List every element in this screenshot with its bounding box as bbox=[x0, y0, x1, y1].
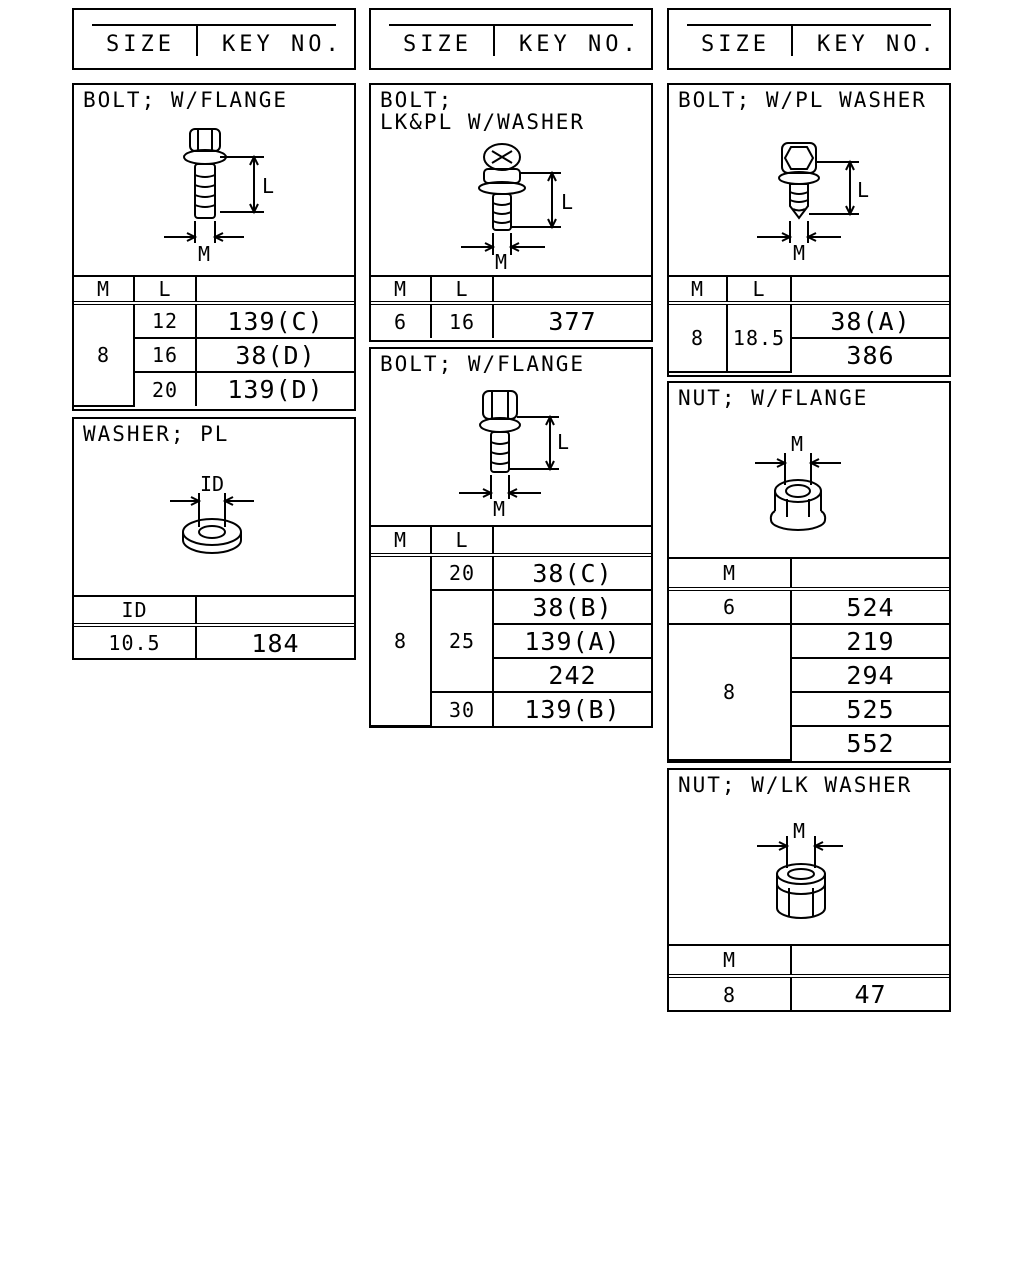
col-m-header: M bbox=[371, 275, 432, 304]
bolt-flange-figure: L M bbox=[459, 390, 569, 521]
key-no-label: KEY NO. bbox=[222, 32, 343, 57]
m-cell: 8 bbox=[669, 301, 728, 373]
m-cell: 6 bbox=[371, 301, 432, 338]
col-l-header: L bbox=[430, 275, 494, 304]
bolt-flange-figure: L M bbox=[164, 128, 274, 266]
key-cell: 139(B) bbox=[492, 691, 651, 726]
l-dim-label: L bbox=[557, 430, 569, 454]
col-key-header bbox=[790, 944, 949, 977]
key-cell: 139(D) bbox=[195, 371, 354, 406]
col-key-header bbox=[195, 275, 354, 304]
col-m-header: M bbox=[371, 525, 432, 556]
key-cell: 294 bbox=[790, 657, 949, 693]
panel-title: WASHER; PL bbox=[83, 422, 230, 446]
m-dim-label: M bbox=[793, 241, 805, 265]
key-cell: 139(C) bbox=[195, 301, 354, 339]
key-cell: 242 bbox=[492, 657, 651, 693]
key-cell: 38(D) bbox=[195, 337, 354, 373]
key-cell: 38(C) bbox=[492, 553, 651, 591]
m-cell: 8 bbox=[669, 974, 792, 1011]
key-cell: 377 bbox=[492, 301, 651, 338]
panel-title: BOLT; W/PL WASHER bbox=[678, 88, 927, 112]
id-cell: 10.5 bbox=[74, 623, 197, 659]
size-key-header-1: SIZE KEY NO. bbox=[72, 8, 356, 70]
col-m-header: M bbox=[669, 557, 792, 590]
m-cell: 8 bbox=[74, 301, 135, 407]
panel-title: NUT; W/LK WASHER bbox=[678, 773, 913, 797]
col-l-header: L bbox=[430, 525, 494, 556]
col-m-header: M bbox=[669, 275, 728, 304]
key-cell: 47 bbox=[790, 974, 949, 1011]
l-cell: 20 bbox=[133, 371, 197, 406]
m-dim-label: M bbox=[493, 497, 505, 521]
l-cell: 20 bbox=[430, 553, 494, 591]
col-m-header: M bbox=[74, 275, 135, 304]
col-key-header bbox=[492, 525, 651, 556]
size-key-header-3: SIZE KEY NO. bbox=[667, 8, 951, 70]
bolt-pl-washer-figure: L M bbox=[757, 142, 869, 265]
col-key-header bbox=[790, 275, 949, 304]
panel-bolt-lk-pl-washer: BOLT; LK&PL W/WASHER L M M L 6 16 bbox=[369, 83, 653, 342]
m-dim-label: M bbox=[793, 819, 805, 843]
l-dim-label: L bbox=[561, 190, 573, 214]
washer-figure: ID bbox=[170, 472, 254, 554]
panel-nut-lk-washer: NUT; W/LK WASHER M M 8 47 bbox=[667, 768, 951, 1012]
l-cell: 16 bbox=[430, 301, 494, 338]
l-cell: 25 bbox=[430, 589, 494, 693]
col-key-header bbox=[492, 275, 651, 304]
nut-flange-figure: M bbox=[755, 432, 841, 531]
col-key-header bbox=[790, 557, 949, 590]
panel-washer-pl: WASHER; PL ID ID 10.5 184 bbox=[72, 417, 356, 660]
col-m-header: M bbox=[669, 944, 792, 977]
key-cell: 386 bbox=[790, 337, 949, 372]
key-no-label: KEY NO. bbox=[817, 32, 938, 57]
l-dim-label: L bbox=[262, 174, 274, 198]
nut-lk-washer-figure: M bbox=[757, 819, 843, 919]
l-cell: 30 bbox=[430, 691, 494, 726]
key-cell: 38(A) bbox=[790, 301, 949, 339]
bolt-lk-pl-washer-figure: L M bbox=[461, 143, 573, 274]
l-cell: 16 bbox=[133, 337, 197, 373]
key-cell: 219 bbox=[790, 623, 949, 659]
col-id-header: ID bbox=[74, 595, 197, 626]
m-dim-label: M bbox=[198, 242, 210, 266]
key-cell: 552 bbox=[790, 725, 949, 760]
col-l-header: L bbox=[133, 275, 197, 304]
panel-title: BOLT; W/FLANGE bbox=[380, 352, 586, 376]
m-dim-label: M bbox=[495, 250, 507, 274]
size-key-header-2: SIZE KEY NO. bbox=[369, 8, 653, 70]
panel-nut-flange: NUT; W/FLANGE M M 6 524 8 219 294 bbox=[667, 381, 951, 763]
size-label: SIZE bbox=[701, 32, 770, 57]
id-dim-label: ID bbox=[200, 472, 224, 496]
key-cell: 139(A) bbox=[492, 623, 651, 659]
key-cell: 525 bbox=[790, 691, 949, 727]
key-cell: 184 bbox=[195, 623, 354, 659]
key-cell: 524 bbox=[790, 587, 949, 625]
panel-title: BOLT; W/FLANGE bbox=[83, 88, 289, 112]
panel-bolt-flange-2: BOLT; W/FLANGE L M M L 8 20 38(C) bbox=[369, 347, 653, 728]
l-cell: 12 bbox=[133, 301, 197, 339]
panel-bolt-flange-1: BOLT; W/FLANGE L M M L 8 12 139(C) bbox=[72, 83, 356, 411]
l-cell: 18.5 bbox=[726, 301, 792, 373]
panel-bolt-pl-washer: BOLT; W/PL WASHER L M M L 8 18.5 38(A) bbox=[667, 83, 951, 377]
m-dim-label: M bbox=[791, 432, 803, 456]
m-cell: 8 bbox=[669, 623, 792, 761]
col-l-header: L bbox=[726, 275, 792, 304]
key-no-label: KEY NO. bbox=[519, 32, 640, 57]
panel-title: NUT; W/FLANGE bbox=[678, 386, 869, 410]
col-key-header bbox=[195, 595, 354, 626]
key-cell: 38(B) bbox=[492, 589, 651, 625]
m-cell: 6 bbox=[669, 587, 792, 625]
m-cell: 8 bbox=[371, 553, 432, 727]
size-label: SIZE bbox=[403, 32, 472, 57]
l-dim-label: L bbox=[857, 178, 869, 202]
size-label: SIZE bbox=[106, 32, 175, 57]
panel-title: BOLT; LK&PL W/WASHER bbox=[380, 88, 586, 134]
